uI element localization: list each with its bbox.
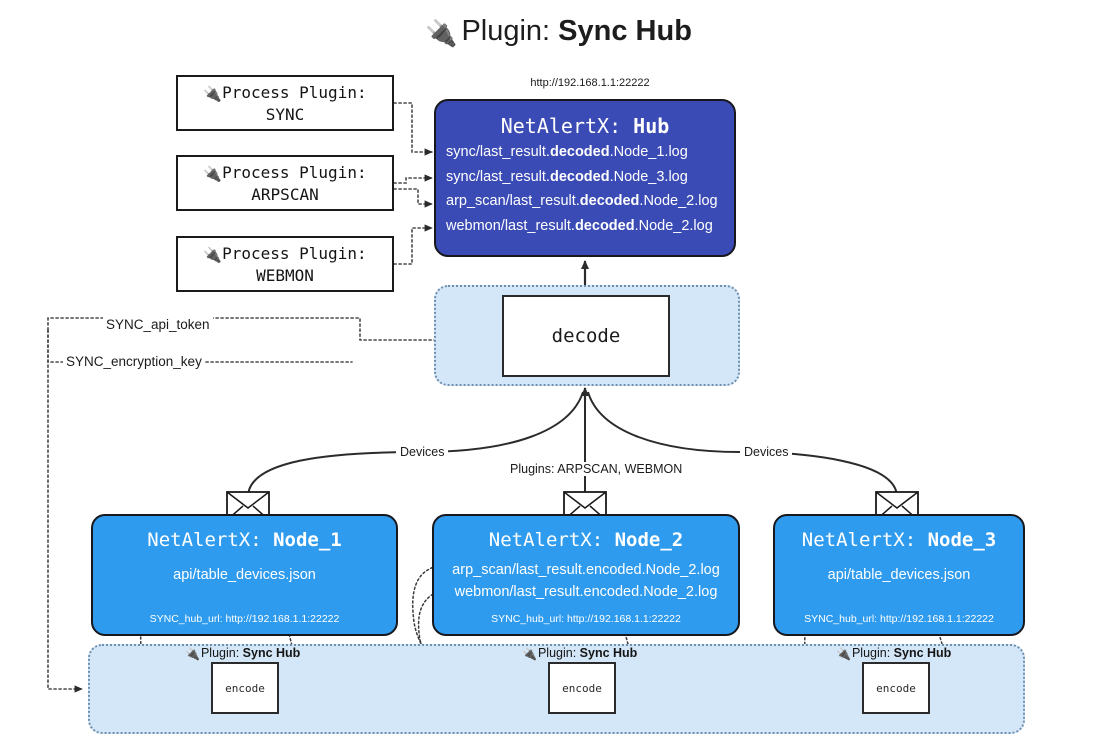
hub-title: NetAlertX: Hub [436, 114, 734, 138]
plug-icon: 🔌 [522, 647, 537, 661]
node-1-hub-url: SYNC_hub_url: http://192.168.1.1:22222 [149, 613, 340, 625]
process-plugin-sync-title: 🔌Process Plugin: [203, 83, 367, 103]
plug-icon: 🔌 [203, 165, 223, 183]
hub-log-item: arp_scan/last_result.decoded.Node_2.log [446, 193, 718, 209]
process-plugin-webmon-name: WEBMON [256, 266, 314, 285]
encode-box-node-1[interactable]: encode [211, 662, 279, 714]
process-plugin-arpscan[interactable]: 🔌Process Plugin: ARPSCAN [176, 155, 394, 211]
plugin-label-node-3: 🔌Plugin: Sync Hub [836, 646, 952, 661]
plug-icon: 🔌 [185, 647, 200, 661]
encode-box-node-2[interactable]: encode [548, 662, 616, 714]
hub-name-label: Hub [633, 114, 670, 138]
hub-log-item: webmon/last_result.decoded.Node_2.log [446, 217, 713, 234]
plug-icon: 🔌 [836, 647, 851, 661]
node-2-files: arp_scan/last_result.encoded.Node_2.log … [434, 559, 738, 604]
hub-log-item: sync/last_result.decoded.Node_3.log [446, 168, 688, 185]
node-3-hub-url: SYNC_hub_url: http://192.168.1.1:22222 [804, 613, 994, 625]
node-file-item: api/table_devices.json [827, 567, 971, 583]
node-2-title: NetAlertX: Node_2 [488, 529, 684, 551]
hub-log-item: sync/last_result.decoded.Node_1.log [446, 144, 688, 160]
hub-log-list: sync/last_result.decoded.Node_1.log sync… [436, 145, 734, 233]
page-title: 🔌Plugin: Sync Hub [0, 14, 1117, 49]
hub-box[interactable]: NetAlertX: Hub sync/last_result.decoded.… [434, 99, 736, 257]
node-box-node-1[interactable]: NetAlertX: Node_1 api/table_devices.json… [91, 514, 398, 636]
hub-app-label: NetAlertX: [500, 114, 622, 138]
encode-box-node-3[interactable]: encode [862, 662, 930, 714]
plugin-label-node-1: 🔌Plugin: Sync Hub [185, 646, 301, 661]
node-1-title: NetAlertX: Node_1 [147, 529, 342, 551]
hub-url-label: http://192.168.1.1:22222 [530, 77, 650, 89]
node-file-item: arp_scan/last_result.encoded.Node_2.log [452, 562, 720, 578]
node-file-item: webmon/last_result.encoded.Node_2.log [454, 584, 718, 601]
process-plugin-arpscan-name: ARPSCAN [251, 185, 319, 204]
edge-label-devices-right: Devices [740, 445, 793, 459]
plugin-label-node-2: 🔌Plugin: Sync Hub [522, 646, 638, 661]
node-1-files: api/table_devices.json [93, 564, 396, 586]
plug-icon: 🔌 [203, 85, 223, 103]
sync-api-token-label: SYNC_api_token [103, 317, 213, 332]
edge-label-plugins-center: Plugins: ARPSCAN, WEBMON [506, 462, 687, 476]
process-plugin-sync[interactable]: 🔌Process Plugin: SYNC [176, 75, 394, 131]
node-file-item: api/table_devices.json [173, 567, 316, 583]
process-plugin-webmon[interactable]: 🔌Process Plugin: WEBMON [176, 236, 394, 292]
node-2-hub-url: SYNC_hub_url: http://192.168.1.1:22222 [491, 613, 681, 625]
decode-box[interactable]: decode [502, 295, 670, 377]
edge-label-devices-left: Devices [396, 445, 449, 459]
node-3-title: NetAlertX: Node_3 [801, 529, 997, 551]
process-plugin-webmon-title: 🔌Process Plugin: [203, 244, 367, 264]
sync-encryption-key-label: SYNC_encryption_key [63, 354, 205, 369]
node-box-node-3[interactable]: NetAlertX: Node_3 api/table_devices.json… [773, 514, 1025, 636]
title-prefix: Plugin: [461, 15, 551, 47]
title-name: Sync Hub [558, 15, 692, 47]
plug-icon: 🔌 [203, 246, 223, 264]
plug-icon: 🔌 [425, 18, 458, 48]
node-3-files: api/table_devices.json [775, 564, 1023, 586]
node-box-node-2[interactable]: NetAlertX: Node_2 arp_scan/last_result.e… [432, 514, 740, 636]
process-plugin-sync-name: SYNC [265, 105, 305, 124]
process-plugin-arpscan-title: 🔌Process Plugin: [203, 163, 367, 183]
